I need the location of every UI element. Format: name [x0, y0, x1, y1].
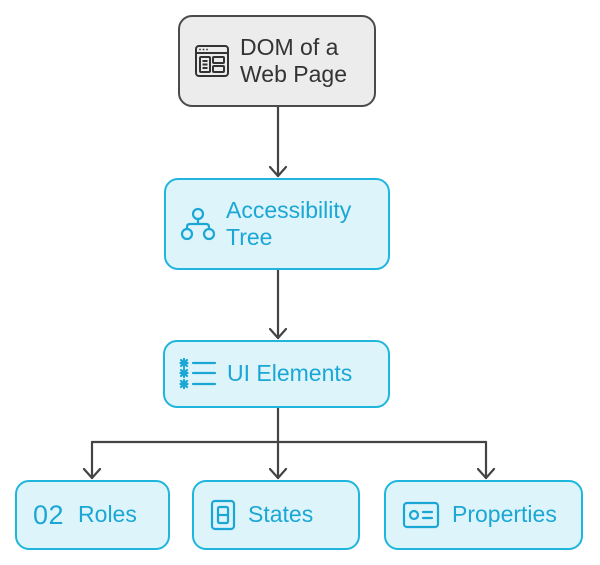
roles-node: 02 Roles: [15, 480, 170, 550]
arrowhead-roles: [82, 467, 102, 480]
toggle-state-icon: [210, 499, 236, 531]
tree-hierarchy-icon: [180, 206, 216, 242]
ui-elements-label: UI Elements: [227, 360, 353, 387]
dom-label: DOM of a Web Page: [240, 33, 347, 87]
properties-node: Properties: [384, 480, 583, 550]
list-icon: [179, 356, 217, 392]
roles-label: Roles: [78, 501, 137, 528]
arrowhead-states: [268, 467, 288, 480]
roles-number: 02: [33, 499, 65, 530]
dom-node: DOM of a Web Page: [178, 15, 376, 107]
web-page-icon: [194, 43, 230, 79]
properties-label: Properties: [452, 501, 557, 528]
id-card-icon: [402, 501, 440, 529]
ui-elements-node: UI Elements: [163, 340, 390, 408]
states-label: States: [248, 501, 314, 528]
arrowhead-ui: [268, 327, 288, 340]
accessibility-tree-label: Accessibility Tree: [226, 196, 352, 250]
states-node: States: [192, 480, 360, 550]
arrowhead-tree: [268, 165, 288, 178]
accessibility-tree-node: Accessibility Tree: [164, 178, 390, 270]
arrowhead-properties: [476, 467, 496, 480]
